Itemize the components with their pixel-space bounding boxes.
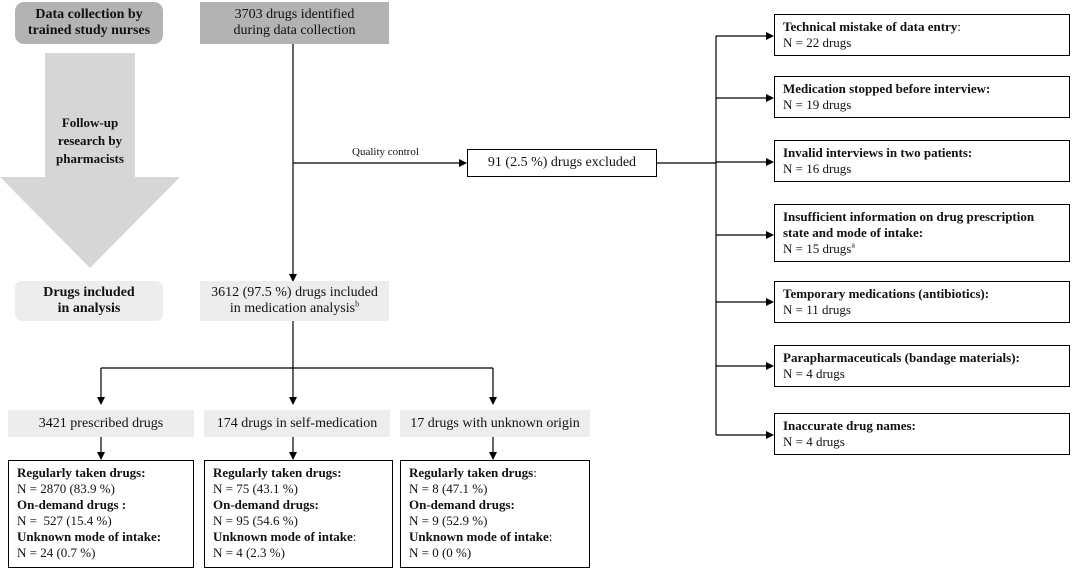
exclusion-medication-stopped: Medication stopped before interview: N =… (774, 76, 1070, 118)
drugs-identified-box: 3703 drugs identified during data collec… (200, 2, 389, 44)
category-detail-prescribed: Regularly taken drugs: N = 2870 (83.9 %)… (8, 460, 194, 568)
exclusion-temporary-medications: Temporary medications (antibiotics): N =… (774, 281, 1070, 323)
followup-label: Follow-up research by pharmacists (56, 115, 124, 166)
exclusion-insufficient-info: Insufficient information on drug prescri… (774, 204, 1070, 262)
exclusion-technical-mistake: Technical mistake of data entry: N = 22 … (774, 14, 1070, 56)
category-header-self-medication: 174 drugs in self-medication (204, 410, 390, 437)
exclusion-invalid-interviews: Invalid interviews in two patients: N = … (774, 140, 1070, 182)
data-collection-box: Data collection by trained study nurses (15, 2, 163, 44)
quality-control-label: Quality control (352, 146, 419, 158)
category-detail-unknown-origin: Regularly taken drugs: N = 8 (47.1 %) On… (400, 460, 590, 568)
category-header-unknown-origin: 17 drugs with unknown origin (400, 410, 590, 437)
category-header-prescribed: 3421 prescribed drugs (8, 410, 194, 437)
exclusion-parapharmaceuticals: Parapharmaceuticals (bandage materials):… (774, 345, 1070, 387)
data-collection-line1: Data collection by (35, 7, 143, 22)
drugs-included-analysis-box: 3612 (97.5 %) drugs included in medicati… (200, 281, 389, 321)
drugs-included-box: Drugs included in analysis (15, 281, 163, 321)
drugs-excluded-box: 91 (2.5 %) drugs excluded (467, 149, 657, 177)
data-collection-line2: trained study nurses (27, 23, 151, 38)
exclusion-inaccurate-names: Inaccurate drug names: N = 4 drugs (774, 413, 1070, 455)
category-detail-self-medication: Regularly taken drugs: N = 75 (43.1 %) O… (204, 460, 393, 568)
